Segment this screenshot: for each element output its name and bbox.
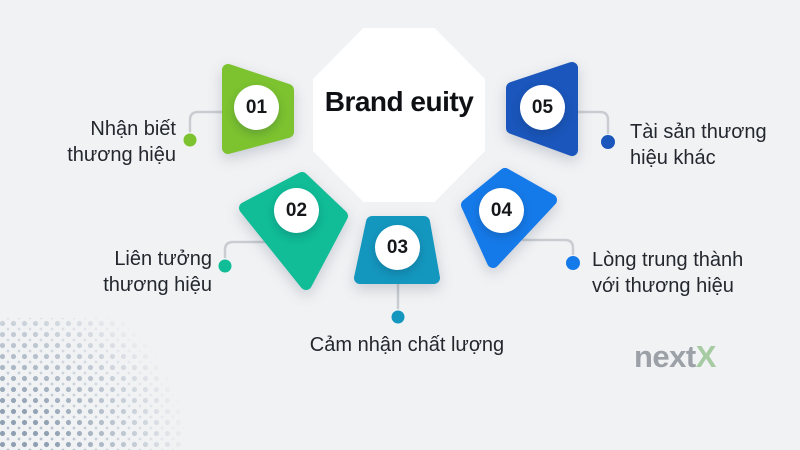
connector-02 <box>223 240 274 259</box>
dot-03 <box>391 310 405 324</box>
number-badge-03: 03 <box>375 225 420 270</box>
dot-05 <box>601 135 615 149</box>
number-badge-04: 04 <box>479 188 524 233</box>
label-03-line1: Cảm nhận chất lượng <box>309 334 505 356</box>
label-04-line2: với thương hiệu <box>592 275 734 297</box>
label-05-line1: Tài sản thương <box>630 121 767 143</box>
label-03: Cảm nhận chất lượng <box>280 332 534 358</box>
label-02-line1: Liên tưởng <box>114 248 212 270</box>
number-badge-02: 02 <box>274 188 319 233</box>
label-02-line2: thương hiệu <box>103 274 212 296</box>
halftone-dots-decoration <box>0 318 196 450</box>
nextx-logo-text-gray: next <box>634 339 696 374</box>
connector-lines <box>188 110 610 310</box>
label-04-line1: Lòng trung thành <box>592 249 744 271</box>
label-01: Nhận biết thương hiệu <box>67 116 176 168</box>
connector-dots <box>183 133 615 324</box>
connector-04 <box>521 238 575 256</box>
diagram-title: Brand euity <box>324 86 474 117</box>
label-02: Liên tưởng thương hiệu <box>103 246 212 298</box>
label-04: Lòng trung thành với thương hiệu <box>592 247 743 299</box>
label-01-line2: thương hiệu <box>67 144 176 166</box>
label-05: Tài sản thương hiệu khác <box>630 119 767 171</box>
center-octagon: Brand euity <box>313 28 485 202</box>
dot-02 <box>218 259 232 273</box>
dot-04 <box>566 256 580 270</box>
dot-01 <box>183 133 197 147</box>
connector-05 <box>574 110 610 135</box>
number-badge-05: 05 <box>520 85 565 130</box>
number-badge-01: 01 <box>234 85 279 130</box>
nextx-logo: nextX <box>634 339 716 375</box>
nextx-logo-text-green: X <box>695 339 717 374</box>
connector-01 <box>188 110 232 133</box>
label-01-line1: Nhận biết <box>90 118 176 140</box>
label-05-line2: hiệu khác <box>630 147 716 169</box>
